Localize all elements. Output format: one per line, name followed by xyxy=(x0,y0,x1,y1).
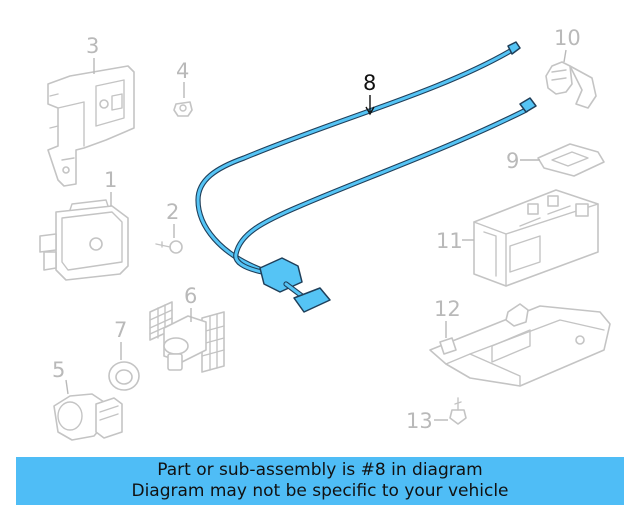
banner-line-1: Part or sub-assembly is #8 in diagram xyxy=(157,460,483,480)
callout-2: 2 xyxy=(166,200,179,224)
callout-7: 7 xyxy=(114,318,127,342)
part-6-sensor xyxy=(149,301,225,373)
part-9-holder xyxy=(537,143,605,177)
callout-9: 9 xyxy=(506,149,519,173)
callout-1: 1 xyxy=(104,168,117,192)
callout-5: 5 xyxy=(52,358,65,382)
part-2-screw xyxy=(155,240,183,254)
part-13-bolt xyxy=(449,397,467,425)
part-4-clip xyxy=(173,101,193,117)
callout-8: 8 xyxy=(363,71,376,95)
callout-3: 3 xyxy=(86,34,99,58)
part-5-parking-sensor xyxy=(53,393,123,441)
info-banner: Part or sub-assembly is #8 in diagram Di… xyxy=(16,457,624,505)
part-8-wiring-harness xyxy=(195,41,537,313)
part-12-tray xyxy=(429,303,611,387)
part-10-clamp xyxy=(545,61,597,109)
leader-5 xyxy=(65,379,69,395)
callout-6: 6 xyxy=(184,284,197,308)
leader-10 xyxy=(563,49,567,63)
part-3-bracket xyxy=(47,65,135,187)
part-7-ring xyxy=(108,361,140,391)
callout-10: 10 xyxy=(554,26,581,50)
callout-12: 12 xyxy=(434,297,461,321)
callout-4: 4 xyxy=(176,59,189,83)
callout-13: 13 xyxy=(406,409,433,433)
parts-diagram: 3 4 1 2 6 7 xyxy=(39,26,611,441)
banner-line-2: Diagram may not be specific to your vehi… xyxy=(131,481,509,501)
part-1-module xyxy=(39,199,129,281)
part-11-module xyxy=(473,189,599,287)
callout-11: 11 xyxy=(436,229,463,253)
